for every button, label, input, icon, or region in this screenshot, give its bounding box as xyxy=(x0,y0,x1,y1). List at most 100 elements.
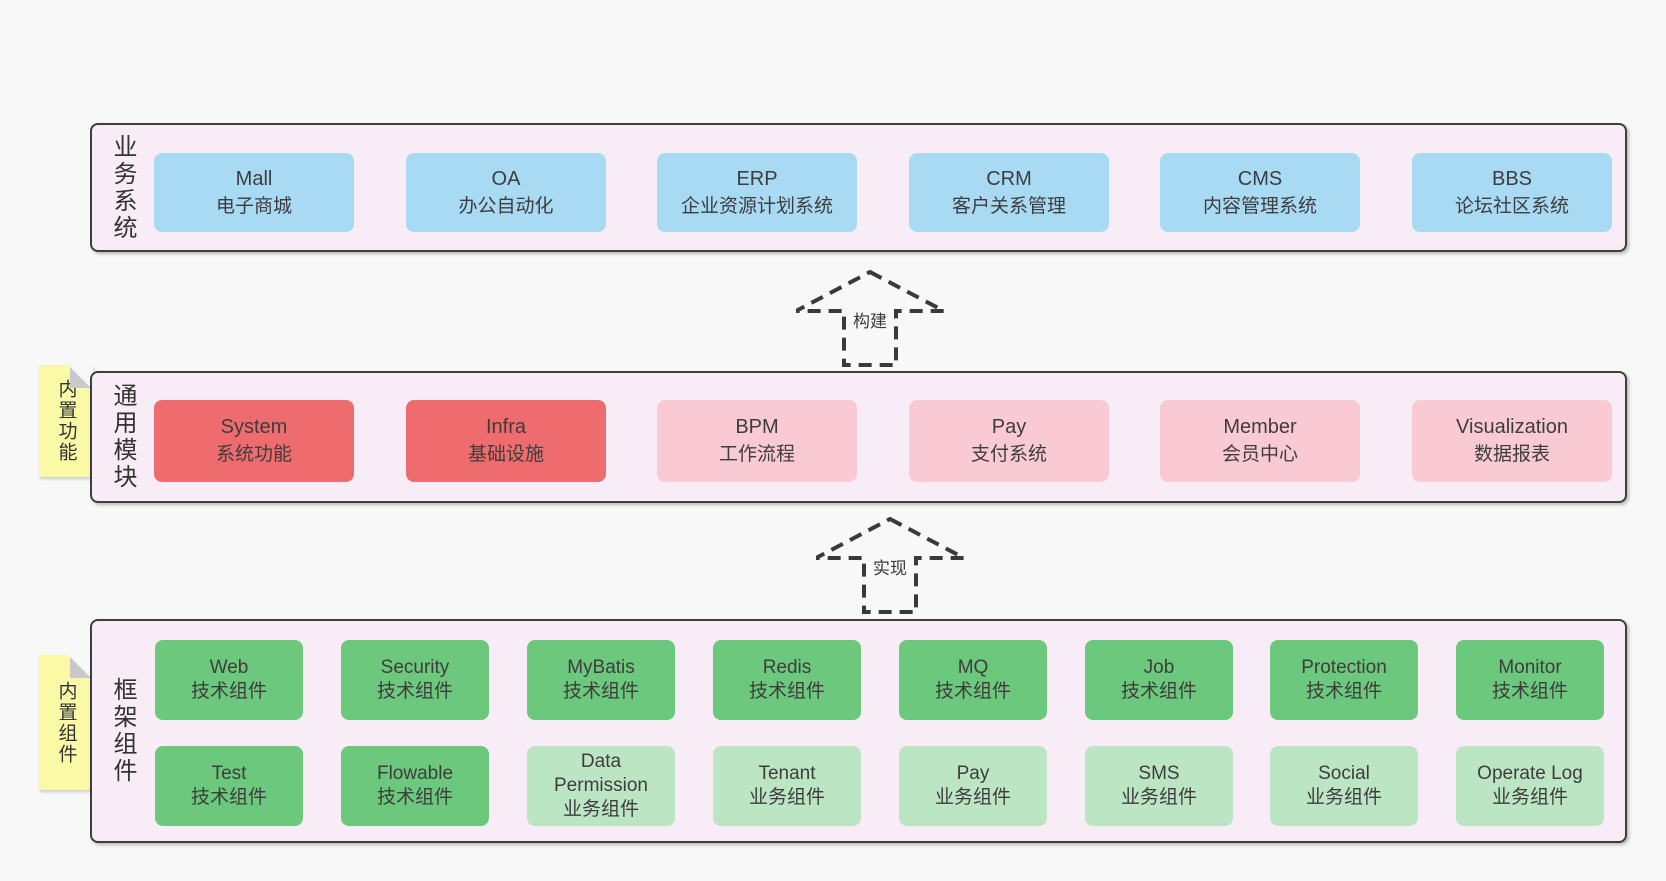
box-subtitle: 客户关系管理 xyxy=(951,195,1066,217)
box-subtitle: 企业资源计划系统 xyxy=(680,195,833,217)
section-label-text: 框架组件 xyxy=(109,677,136,785)
box-title: Infra xyxy=(485,416,527,438)
box-member: Member 会员中心 xyxy=(1160,400,1360,482)
box-mall: Mall 电子商城 xyxy=(154,153,354,232)
box-protection: Protection 技术组件 xyxy=(1270,640,1418,720)
up-arrow-icon xyxy=(796,269,944,367)
box-subtitle: 业务组件 xyxy=(1305,787,1382,808)
section-label-text: 通用模块 xyxy=(109,383,136,491)
box-data-permission: Data Permission 业务组件 xyxy=(527,746,675,826)
box-title: ERP xyxy=(736,167,778,190)
box-subtitle: 内容管理系统 xyxy=(1202,195,1317,217)
sticky-fold-cut xyxy=(68,655,93,680)
sticky-label: 内置功能 xyxy=(55,379,77,463)
box-subtitle: 技术组件 xyxy=(190,787,267,808)
box-operate-log: Operate Log 业务组件 xyxy=(1456,746,1604,826)
box-subtitle: 技术组件 xyxy=(190,681,267,702)
box-title: Flowable xyxy=(376,763,454,784)
box-subtitle: 业务组件 xyxy=(748,787,825,808)
box-test: Test 技术组件 xyxy=(155,746,303,826)
box-title: CMS xyxy=(1237,167,1283,190)
sticky-note-builtin-features: 内置功能 xyxy=(39,365,93,477)
box-mybatis: MyBatis 技术组件 xyxy=(527,640,675,720)
box-title: OA xyxy=(491,167,521,190)
box-title: Mall xyxy=(235,167,273,190)
box-subtitle: 业务组件 xyxy=(1491,787,1568,808)
box-web: Web 技术组件 xyxy=(155,640,303,720)
box-title: CRM xyxy=(986,167,1032,190)
box-title: Protection xyxy=(1301,657,1387,678)
box-title: Data Permission xyxy=(554,751,648,796)
box-subtitle: 业务组件 xyxy=(562,799,639,820)
box-subtitle: 支付系统 xyxy=(970,444,1047,465)
box-title: Social xyxy=(1318,763,1370,784)
box-pay: Pay 支付系统 xyxy=(909,400,1109,482)
box-subtitle: 技术组件 xyxy=(376,681,453,702)
box-title: Member xyxy=(1223,416,1297,438)
box-title: Monitor xyxy=(1498,657,1562,678)
box-flowable: Flowable 技术组件 xyxy=(341,746,489,826)
box-title: BPM xyxy=(735,416,779,438)
box-subtitle: 技术组件 xyxy=(934,681,1011,702)
arrow-label: 实现 xyxy=(867,552,913,581)
box-title: Operate Log xyxy=(1477,763,1583,784)
box-subtitle: 工作流程 xyxy=(718,444,795,465)
box-title: Pay xyxy=(991,416,1027,438)
box-title: Job xyxy=(1143,657,1175,678)
arrow-label: 构建 xyxy=(847,305,893,334)
box-subtitle: 电子商城 xyxy=(215,195,292,217)
box-visualization: Visualization 数据报表 xyxy=(1412,400,1612,482)
section-label-text: 业务系统 xyxy=(109,133,136,242)
box-subtitle: 基础设施 xyxy=(467,444,544,465)
box-title: Web xyxy=(209,657,249,678)
box-monitor: Monitor 技术组件 xyxy=(1456,640,1604,720)
box-title: Tenant xyxy=(758,763,816,784)
box-bpm: BPM 工作流程 xyxy=(657,400,857,482)
section-label-modules: 通用模块 xyxy=(104,373,140,501)
sticky-label: 内置组件 xyxy=(55,680,77,765)
box-title: Security xyxy=(380,657,450,678)
box-tenant: Tenant 业务组件 xyxy=(713,746,861,826)
box-system: System 系统功能 xyxy=(154,400,354,482)
up-arrow-icon xyxy=(816,516,964,614)
box-mq: MQ 技术组件 xyxy=(899,640,1047,720)
box-subtitle: 业务组件 xyxy=(934,787,1011,808)
box-infra: Infra 基础设施 xyxy=(406,400,606,482)
section-label-business: 业务系统 xyxy=(104,125,140,250)
box-title: MQ xyxy=(957,657,989,678)
box-cms: CMS 内容管理系统 xyxy=(1160,153,1360,232)
framework-components-section: 框架组件 Web 技术组件 Security 技术组件 MyBatis 技术组件 Redis… xyxy=(90,619,1627,843)
box-subtitle: 技术组件 xyxy=(1491,681,1568,702)
build-arrow: 构建 xyxy=(796,265,944,369)
box-title: SMS xyxy=(1138,763,1180,784)
box-subtitle: 业务组件 xyxy=(1120,787,1197,808)
box-title: Visualization xyxy=(1456,416,1568,438)
box-subtitle: 论坛社区系统 xyxy=(1454,195,1569,217)
box-subtitle: 数据报表 xyxy=(1473,444,1550,465)
box-title: Test xyxy=(211,763,247,784)
box-social: Social 业务组件 xyxy=(1270,746,1418,826)
box-title: BBS xyxy=(1491,167,1533,190)
implement-arrow: 实现 xyxy=(816,512,964,616)
box-subtitle: 系统功能 xyxy=(215,444,292,465)
box-erp: ERP 企业资源计划系统 xyxy=(657,153,857,232)
section-label-components: 框架组件 xyxy=(104,621,140,841)
box-title: System xyxy=(220,416,288,438)
box-security: Security 技术组件 xyxy=(341,640,489,720)
box-title: Pay xyxy=(956,763,990,784)
box-subtitle: 技术组件 xyxy=(562,681,639,702)
box-subtitle: 技术组件 xyxy=(376,787,453,808)
box-subtitle: 会员中心 xyxy=(1221,444,1298,465)
box-title: MyBatis xyxy=(567,657,635,678)
module-boxes: System 系统功能 Infra 基础设施 BPM 工作流程 Pay 支付系统 Member 会… xyxy=(92,373,1625,501)
sticky-fold-cut xyxy=(68,365,93,390)
box-bbs: BBS 论坛社区系统 xyxy=(1412,153,1612,232)
box-title: Redis xyxy=(762,657,812,678)
common-modules-section: 通用模块 System 系统功能 Infra 基础设施 BPM 工作流程 Pay 支付系统 Me… xyxy=(90,371,1627,503)
box-crm: CRM 客户关系管理 xyxy=(909,153,1109,232)
box-subtitle: 技术组件 xyxy=(1305,681,1382,702)
